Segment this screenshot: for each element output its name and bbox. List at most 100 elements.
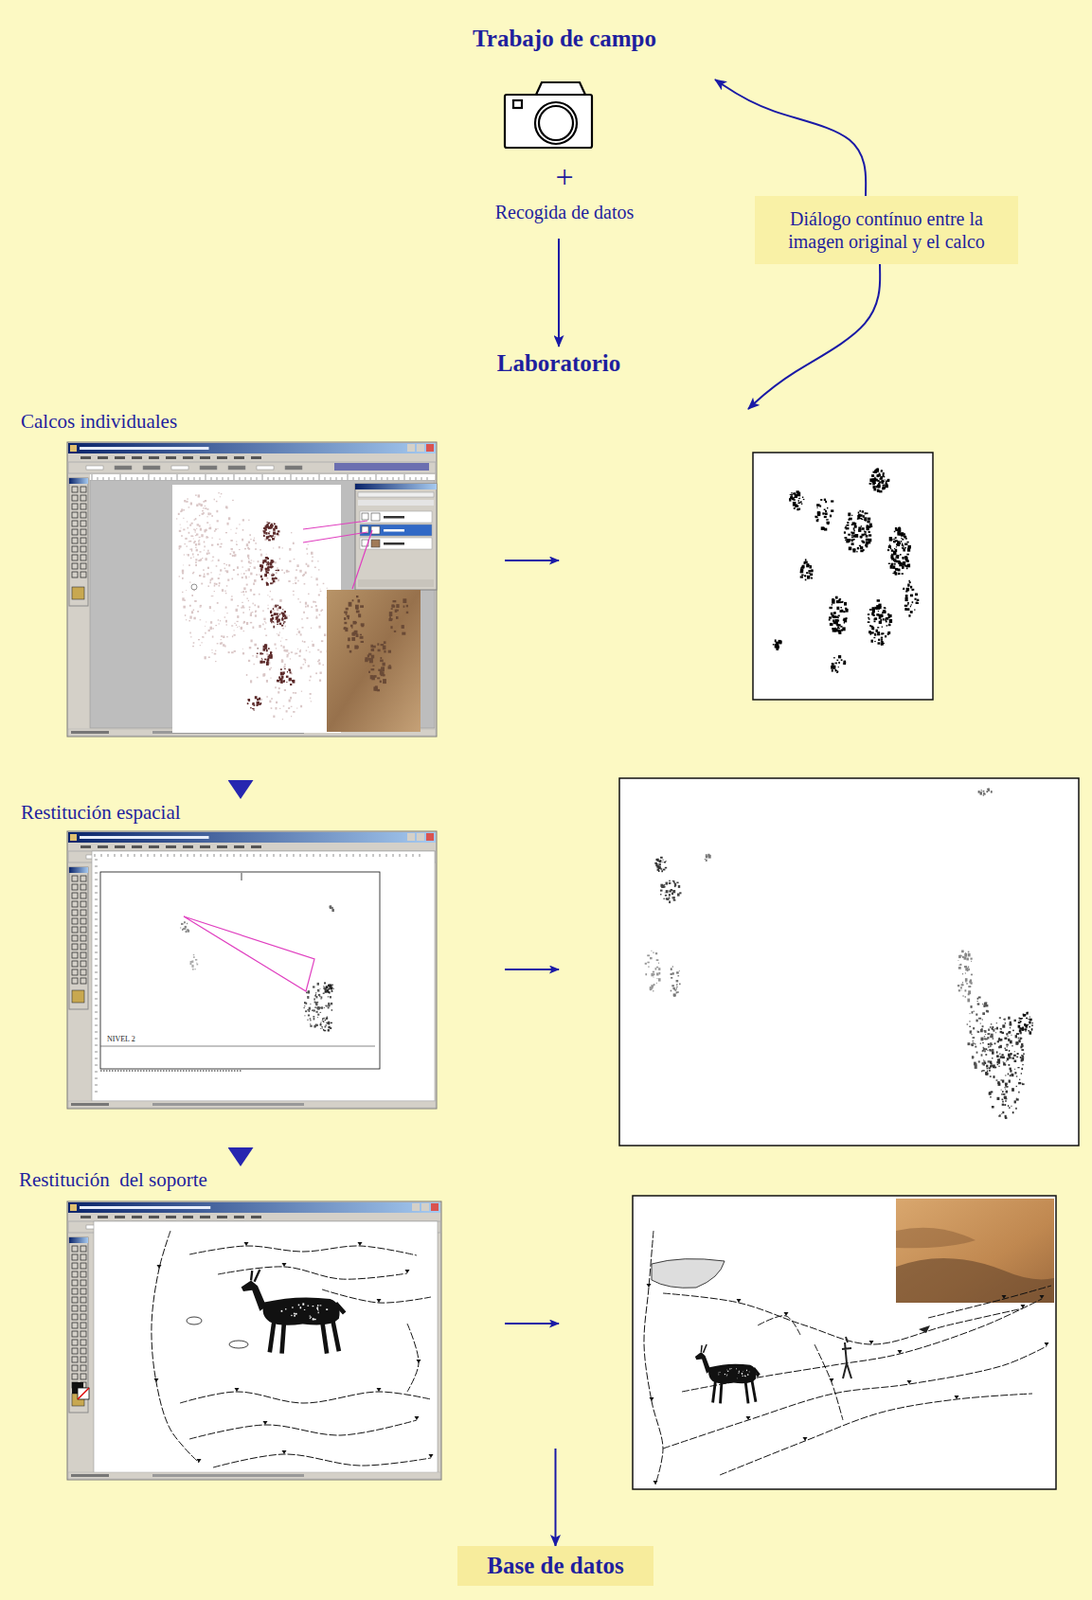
software-screenshot: [207, 567, 210, 570]
tracing-result: [970, 974, 973, 977]
software-screenshot: [296, 707, 298, 710]
step-arrow: [504, 560, 559, 1325]
software-screenshot: [294, 582, 297, 585]
tracing-result: [880, 469, 883, 472]
software-screenshot: [215, 501, 218, 503]
tracing-result: [875, 479, 878, 482]
software-screenshot: [383, 650, 386, 653]
tracing-result: [896, 544, 900, 547]
tracing-result: [959, 964, 962, 967]
software-screenshot: [276, 624, 279, 626]
tracing-result: [838, 655, 842, 659]
tracing-result: [836, 660, 839, 662]
tracing-result: [957, 984, 960, 987]
software-screenshot: [269, 651, 272, 654]
tracing-result: [897, 572, 901, 575]
software-screenshot: [356, 634, 359, 639]
software-screenshot: [236, 566, 239, 570]
tracing-result: [965, 996, 967, 999]
tracing-result: [823, 528, 827, 532]
software-screenshot: [380, 657, 383, 660]
software-screenshot: [311, 556, 314, 558]
software-screenshot: [347, 637, 351, 642]
tracing-result: [672, 880, 675, 882]
tracing-result: [676, 980, 680, 983]
software-screenshot: [287, 668, 290, 671]
tracing-result: [800, 501, 803, 503]
software-screenshot: [311, 640, 313, 643]
tracing-result: [882, 632, 885, 635]
software-screenshot: [71, 876, 78, 882]
software-screenshot: [300, 633, 303, 636]
tracing-result: [882, 476, 885, 478]
software-screenshot: [187, 527, 189, 530]
software-screenshot: [193, 572, 196, 573]
software-screenshot: [224, 616, 227, 618]
software-screenshot: [243, 630, 246, 632]
tracing-result: [884, 635, 887, 638]
software-screenshot: [193, 954, 196, 956]
software-screenshot: [303, 663, 305, 665]
software-screenshot: [262, 562, 265, 565]
tracing-result: [889, 544, 891, 546]
software-screenshot: [235, 528, 238, 530]
tracing-result: [649, 986, 653, 991]
software-screenshot: [368, 653, 372, 657]
software-screenshot: [67, 831, 437, 1110]
software-screenshot: [182, 845, 194, 849]
software-screenshot: [80, 952, 87, 959]
software-screenshot: [238, 549, 241, 551]
software-screenshot: [196, 549, 198, 552]
software-screenshot: [288, 615, 290, 617]
tracing-result: [958, 989, 961, 992]
software-screenshot: [241, 873, 243, 881]
tracing-result: [846, 521, 849, 524]
tracing-result: [893, 538, 896, 540]
software-screenshot: [390, 626, 393, 629]
software-screenshot: [218, 623, 220, 625]
software-screenshot: [71, 944, 78, 950]
software-screenshot: [322, 1018, 324, 1021]
tracing-result: [656, 859, 660, 861]
software-screenshot: [189, 616, 192, 620]
tracing-result: [676, 984, 678, 986]
software-screenshot: [260, 575, 263, 579]
software-screenshot: [317, 649, 320, 652]
tracing-result: [882, 484, 886, 487]
software-screenshot: [262, 661, 266, 663]
software-screenshot: [97, 456, 108, 460]
software-screenshot: [346, 644, 350, 648]
software-screenshot: [358, 599, 361, 603]
software-screenshot: [265, 635, 268, 637]
software-screenshot: [406, 611, 409, 614]
software-screenshot: [261, 657, 263, 660]
software-screenshot: [406, 605, 409, 609]
software-screenshot: [205, 621, 207, 624]
tracing-result: [874, 470, 878, 474]
software-screenshot: [324, 989, 326, 991]
software-screenshot: [274, 577, 277, 580]
software-screenshot: [193, 528, 195, 531]
software-screenshot: [360, 641, 364, 644]
software-screenshot: [304, 606, 307, 609]
tracing-result: [905, 556, 909, 561]
software-screenshot: [300, 666, 303, 669]
software-screenshot: [233, 554, 236, 557]
software-screenshot: [254, 611, 256, 614]
tracing-result: [905, 590, 908, 593]
software-screenshot: [71, 546, 78, 553]
software-screenshot: [389, 611, 394, 617]
software-screenshot: [272, 578, 275, 580]
software-screenshot: [358, 579, 434, 588]
software-screenshot: [326, 1022, 329, 1025]
software-screenshot: [347, 617, 350, 621]
software-screenshot: [322, 583, 325, 585]
tracing-result: [657, 859, 660, 862]
software-screenshot: [244, 548, 247, 551]
tracing-result: [822, 512, 824, 515]
software-screenshot: [305, 563, 308, 566]
software-screenshot: [310, 606, 313, 609]
tracing-result: [895, 527, 897, 531]
software-screenshot: [309, 693, 312, 696]
software-screenshot: [307, 664, 310, 667]
